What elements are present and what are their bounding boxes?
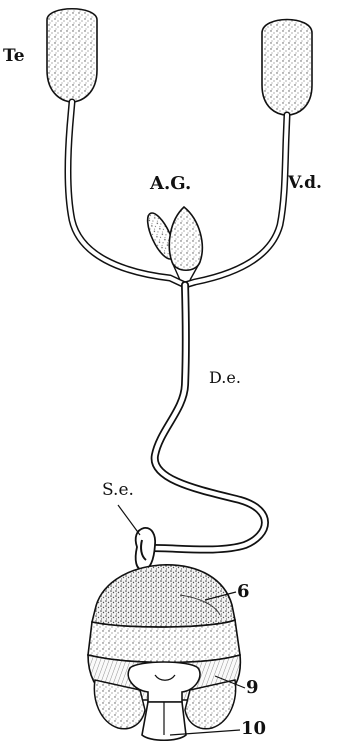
- seminal-sac: [136, 528, 156, 570]
- label-seminal-sac: S.e.: [102, 482, 134, 499]
- accessory-gland-right: [169, 207, 202, 270]
- label-vas-deferens: V.d.: [288, 175, 322, 192]
- left-testis: [47, 9, 97, 102]
- right-testis: [262, 20, 312, 116]
- label-segment-10: 10: [241, 720, 266, 738]
- ductus-ejaculatorius: [152, 285, 265, 550]
- seminal-sac-pointer: [118, 505, 140, 535]
- label-segment-9: 9: [246, 679, 259, 697]
- label-ductus-ejaculatorius: D.e.: [209, 370, 241, 386]
- label-accessory-glands: A.G.: [150, 175, 191, 193]
- label-segment-6: 6: [237, 583, 250, 601]
- label-testis: Te: [3, 48, 25, 65]
- segment-6-plate: [92, 565, 235, 627]
